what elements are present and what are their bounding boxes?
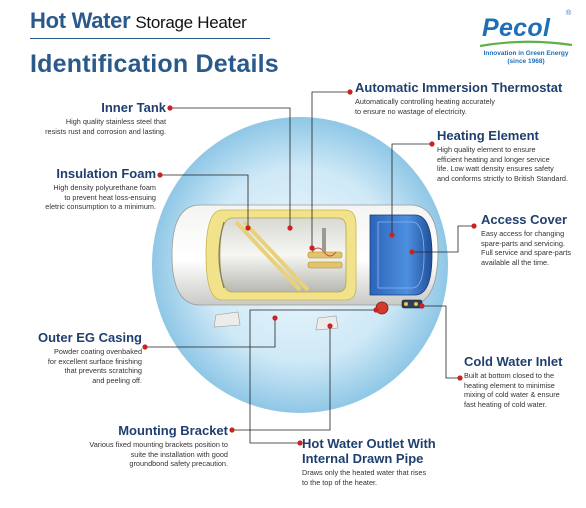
cold-water-inlet-line: fast heating of cold water. — [464, 399, 547, 409]
logo-since: (since 1968) — [507, 58, 545, 65]
outer-casing-title: Outer EG Casing — [37, 330, 142, 345]
mounting-bracket-title: Mounting Bracket — [118, 423, 228, 438]
access-cover-line: available all the time. — [481, 257, 550, 267]
insulation-foam-line: eletric consumption to a minimum. — [45, 202, 156, 211]
thermostat-title: Automatic Immersion Thermostat — [355, 80, 563, 95]
heating-element-icon — [307, 247, 343, 269]
leader-lines — [145, 91, 474, 444]
outer-casing-line: Powder coating ovenbaked — [53, 347, 142, 356]
insulation-foam-title: Insulation Foam — [56, 166, 156, 181]
title-main: Hot Water — [30, 8, 131, 33]
cold-water-inlet-title: Cold Water Inlet — [464, 354, 563, 369]
label-hot-water-outlet: Hot Water Outlet With Internal Drawn Pip… — [302, 436, 436, 487]
inner-tank-title: Inner Tank — [101, 100, 166, 115]
hot-water-outlet-title-2: Internal Drawn Pipe — [302, 451, 424, 466]
outer-casing-line: that prevents scratching — [64, 366, 142, 375]
logo-swoosh-icon — [479, 40, 573, 48]
hot-water-outlet-line: to the top of the heater. — [302, 477, 378, 487]
outer-casing-line: and peeling off. — [92, 375, 142, 385]
label-insulation-foam: Insulation Foam High density polyurethan… — [45, 166, 156, 212]
logo-tagline-text: Innovation in Green Energy — [483, 50, 569, 57]
inner-tank-line: High quality stainless steel that — [65, 117, 166, 126]
title-underline — [30, 38, 270, 39]
page-subtitle: Identification Details — [30, 50, 279, 78]
mounting-bracket-line: groundbond safety precaution. — [129, 459, 228, 468]
access-cover-icon — [369, 214, 433, 296]
hot-outlet-icon — [375, 301, 389, 315]
access-cover-title: Access Cover — [481, 212, 567, 227]
hot-water-outlet-line: Draws only the heated water that rises — [302, 468, 427, 477]
logo-registered-mark: ® — [566, 10, 572, 17]
title-sub: Storage Heater — [135, 13, 247, 32]
label-thermostat: Automatic Immersion Thermostat Automatic… — [355, 80, 562, 116]
logo-tagline: Innovation in Green Energy (since 1968) — [474, 50, 578, 66]
access-cover-line: spare-parts and servicing. — [481, 238, 565, 248]
access-cover-line: Full service and spare-parts — [481, 248, 572, 257]
mounting-bracket-line: Various fixed mounting brackets position… — [89, 440, 228, 449]
heater-body — [171, 204, 439, 331]
leader-dots — [142, 89, 477, 446]
thermostat-line: Automatically controlling heating accura… — [355, 97, 495, 106]
insulation-foam-line: to prevent heat loss-ensuing — [64, 192, 156, 202]
label-mounting-bracket: Mounting Bracket Various fixed mounting … — [89, 423, 228, 469]
bracket-right-icon — [315, 315, 339, 331]
hot-water-outlet-title-1: Hot Water Outlet With — [302, 436, 436, 451]
label-access-cover: Access Cover Easy access for changing sp… — [481, 212, 571, 267]
logo-wordmark: Pecol — [482, 14, 551, 42]
cold-water-inlet-line: mixing of cold water & ensure — [464, 390, 560, 399]
heating-element-line: and conforms strictly to British Standar… — [437, 173, 568, 183]
label-outer-casing: Outer EG Casing Powder coating ovenbaked… — [38, 330, 142, 385]
pecol-logo: Pecol ® Innovation in Green Energy (sinc… — [474, 10, 578, 72]
label-inner-tank: Inner Tank High quality stainless steel … — [45, 100, 166, 136]
heating-element-line: efficient heating and longer service — [437, 154, 550, 164]
label-heating-element: Heating Element High quality element to … — [437, 128, 568, 183]
access-cover-line: Easy access for changing — [481, 229, 565, 238]
heating-element-title: Heating Element — [437, 128, 539, 143]
heating-element-line: life. Low watt density ensures safety — [437, 164, 554, 173]
mounting-bracket-line: suite the installation with good — [130, 449, 228, 459]
heating-element-line: High quality element to ensure — [437, 145, 536, 154]
insulation-foam-line: High density polyurethane foam — [53, 183, 156, 192]
bracket-left-icon — [213, 311, 241, 328]
cold-water-inlet-line: Built at bottom closed to the — [464, 371, 555, 380]
cold-water-inlet-line: heating element to minimise — [464, 380, 555, 390]
inner-tank-line: resists rust and corrosion and lasting. — [45, 126, 166, 136]
outer-casing-line: for excellent surface finishing — [47, 356, 142, 366]
thermostat-line: to ensure no wastage of electricity. — [355, 106, 467, 116]
label-cold-water-inlet: Cold Water Inlet Built at bottom closed … — [464, 354, 562, 409]
